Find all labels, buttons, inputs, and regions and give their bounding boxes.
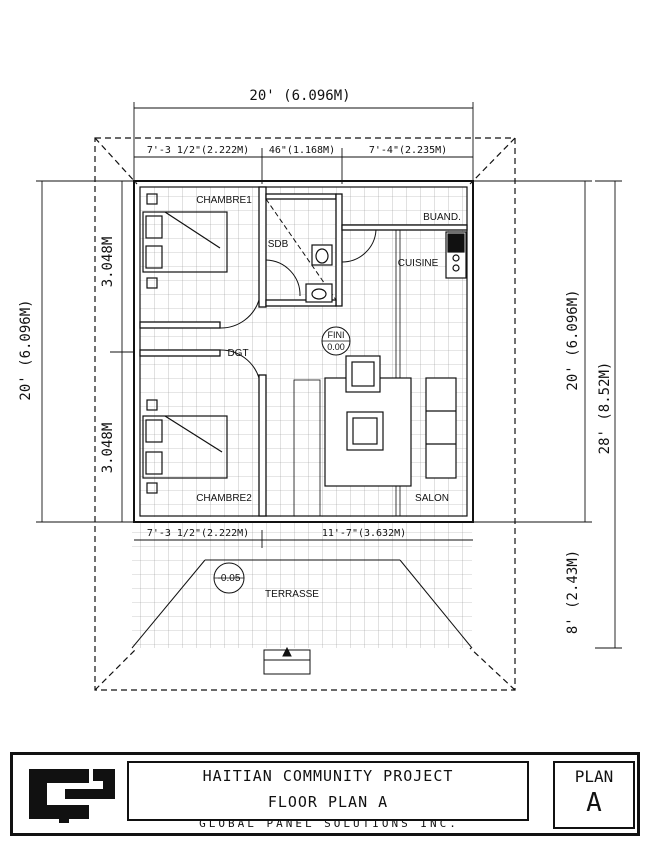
dim-right-outer: 28' (8.52M) (597, 362, 613, 455)
plan-title: FLOOR PLAN A (267, 793, 389, 811)
dim-left-overall: 20' (6.096M) (18, 299, 34, 400)
entry-steps (263, 646, 311, 675)
dim-right-inner: 20' (6.096M) (565, 289, 581, 390)
dim-right-terrace: 8' (2.43M) (565, 550, 581, 634)
dim-bottom-seg-1: 7'-3 1/2"(2.222M) (147, 528, 249, 539)
dim-top-overall: 20' (6.096M) (249, 88, 350, 104)
kitchen-counter (445, 231, 467, 279)
level-marker-terrace (213, 562, 245, 594)
bed-chambre1 (142, 193, 228, 289)
title-box: HAITIAN COMMUNITY PROJECT FLOOR PLAN A (127, 761, 529, 821)
bed-chambre2 (142, 399, 228, 494)
tile-grid (132, 187, 472, 648)
project-title: HAITIAN COMMUNITY PROJECT (202, 767, 454, 785)
level-marker-fin (321, 326, 351, 356)
level-fin-label: FINI (328, 330, 345, 340)
interior-walls (139, 186, 468, 517)
door-swings (219, 198, 377, 379)
level-fin-value: 0.00 (327, 342, 345, 352)
terrace-hip-lines (131, 559, 473, 649)
room-label-dgt: DGT (227, 348, 248, 359)
room-label-terrasse: TERRASSE (265, 589, 319, 600)
plan-letter: A (586, 788, 602, 818)
company-logo (19, 761, 123, 827)
bathroom-fixtures (305, 244, 333, 303)
room-label-sdb: SDB (268, 239, 289, 250)
room-label-salon: SALON (415, 493, 449, 504)
dim-top-seg-3: 7'-4"(2.235M) (369, 145, 447, 156)
room-label-chambre2: CHAMBRE2 (196, 493, 252, 504)
dimension-lines (36, 102, 622, 649)
plan-label: PLAN (574, 767, 614, 786)
dim-bottom-seg-2: 11'-7"(3.632M) (322, 528, 406, 539)
plan-box: PLAN A (553, 761, 635, 829)
room-label-cuisine: CUISINE (398, 258, 439, 269)
company-name: GLOBAL PANEL SOLUTIONS INC. (199, 817, 459, 830)
room-label-chambre1: CHAMBRE1 (196, 195, 252, 206)
roof-outline (94, 137, 516, 691)
floor-plan-drawing: FINI 0.00 -0.05 CHAMBRE1 SDB BUAND. CUIS… (18, 88, 622, 691)
dim-top-seg-1: 7'-3 1/2"(2.222M) (147, 145, 249, 156)
title-block: HAITIAN COMMUNITY PROJECT FLOOR PLAN A G… (10, 752, 640, 836)
dim-top-seg-2: 46"(1.168M) (269, 145, 335, 156)
salon-furniture (324, 355, 457, 487)
level-terrace-value: -0.05 (218, 573, 241, 584)
room-label-buand: BUAND. (423, 212, 461, 223)
dim-left-lower: 3.048M (100, 423, 116, 474)
dim-left-upper: 3.048M (100, 237, 116, 288)
